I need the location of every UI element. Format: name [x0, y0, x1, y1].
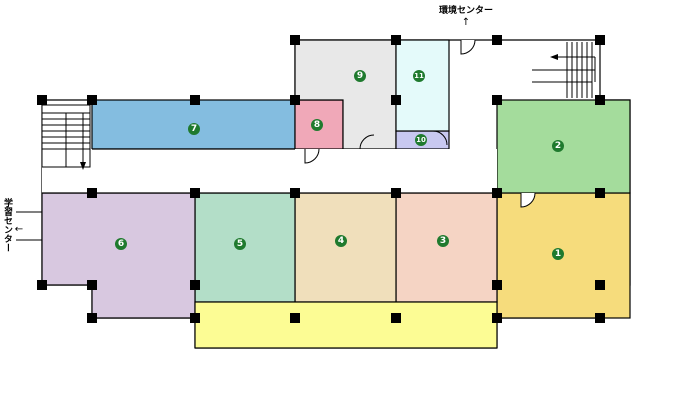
svg-text:1: 1	[555, 249, 561, 259]
room-1[interactable]	[496, 192, 631, 319]
room-number-4: 4	[335, 235, 347, 247]
corridor	[194, 301, 498, 349]
svg-text:10: 10	[416, 136, 426, 144]
environment-center-label: 環境センター	[439, 4, 493, 16]
room-number-7: 7	[188, 123, 200, 135]
learning-center-label: 学習センター	[2, 197, 13, 252]
room-5[interactable]	[194, 192, 296, 303]
room-6[interactable]	[41, 192, 196, 319]
room-number-10: 10	[415, 134, 427, 146]
room-4[interactable]	[294, 192, 397, 303]
learning-center-arrow: ←	[15, 224, 23, 235]
room-number-2: 2	[552, 140, 564, 152]
svg-text:5: 5	[237, 239, 243, 249]
svg-text:2: 2	[555, 141, 561, 151]
doors	[304, 39, 536, 208]
svg-text:11: 11	[414, 72, 424, 80]
svg-text:6: 6	[118, 239, 124, 249]
room-3[interactable]	[395, 192, 498, 303]
room-number-1: 1	[552, 248, 564, 260]
svg-text:9: 9	[357, 71, 363, 81]
stairs-left	[41, 104, 91, 170]
room-number-6: 6	[115, 238, 127, 250]
room-number-3: 3	[437, 235, 449, 247]
room-11[interactable]	[395, 39, 450, 132]
svg-text:7: 7	[191, 124, 197, 134]
hallway	[42, 149, 497, 193]
room-number-8: 8	[311, 119, 323, 131]
pillars	[37, 35, 605, 323]
environment-center-arrow: ↑	[462, 17, 470, 28]
svg-text:3: 3	[440, 236, 446, 246]
room-number-9: 9	[354, 70, 366, 82]
svg-text:4: 4	[338, 236, 344, 246]
room-number-11: 11	[413, 70, 425, 82]
room-number-5: 5	[234, 238, 246, 250]
svg-text:8: 8	[314, 120, 320, 130]
stairs-right	[532, 42, 596, 98]
